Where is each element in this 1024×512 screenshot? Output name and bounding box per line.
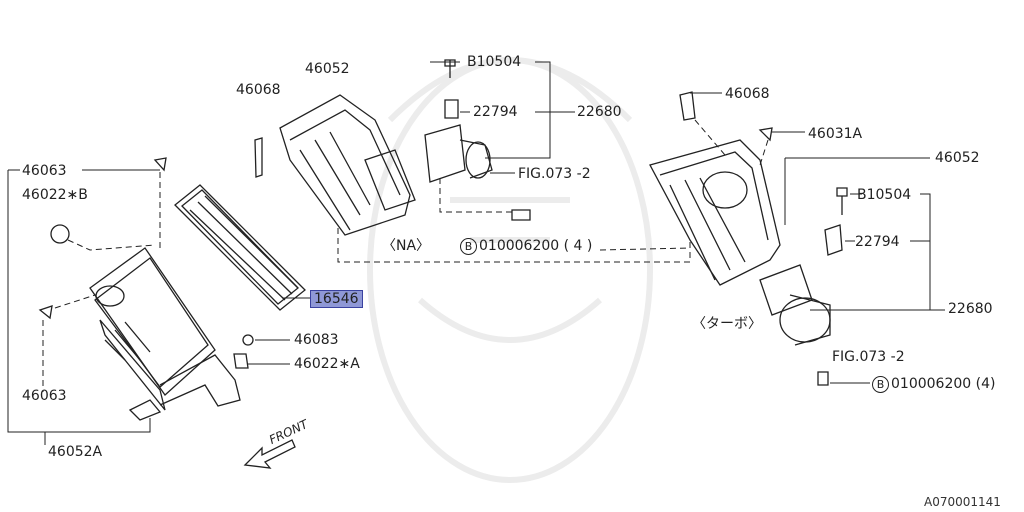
clip-46063-bot <box>38 305 53 320</box>
bolt-na-text: 010006200 ( 4 ) <box>479 238 593 254</box>
label-46083: 46083 <box>294 332 339 348</box>
clip-46063-top <box>153 157 167 172</box>
label-46052-na: 46052 <box>305 61 350 77</box>
air-flow-meter-turbo <box>759 187 848 386</box>
label-b10504-turbo: B10504 <box>857 187 912 203</box>
label-22680-turbo: 22680 <box>948 301 993 317</box>
footer-code: A070001141 <box>924 495 1001 509</box>
air-cleaner-lower-case <box>89 247 241 421</box>
label-46068-turbo: 46068 <box>725 86 770 102</box>
dashed-guides <box>42 119 769 392</box>
ring-46083 <box>242 334 254 346</box>
label-22680-na: 22680 <box>577 104 622 120</box>
label-fig-na: FIG.073 -2 <box>518 166 591 182</box>
label-turbo-note: 〈ターボ〉 <box>692 316 762 332</box>
label-46031a: 46031A <box>808 126 863 142</box>
circle-b-turbo: B <box>872 376 889 393</box>
label-b10504-na: B10504 <box>467 54 522 70</box>
label-46052-turbo: 46052 <box>935 150 980 166</box>
air-flow-meter-na <box>424 59 493 183</box>
label-na-note: 〈NA〉 <box>382 238 431 254</box>
label-46068-na: 46068 <box>236 82 281 98</box>
circle-b-na: B <box>460 238 477 255</box>
label-fig-turbo: FIG.073 -2 <box>832 349 905 365</box>
grommet-46022a <box>233 353 249 369</box>
bolt-na <box>511 209 531 221</box>
leader-lines <box>7 61 945 445</box>
label-46022a: 46022∗A <box>294 356 360 372</box>
label-22794-na: 22794 <box>473 104 518 120</box>
air-cleaner-upper-case-na <box>254 94 416 236</box>
watermark-crest <box>367 57 653 483</box>
label-22794-turbo: 22794 <box>855 234 900 250</box>
label-46022b: 46022∗B <box>22 187 88 203</box>
label-46052a: 46052A <box>48 444 103 460</box>
bolt-turbo-text: 010006200 (4) <box>891 376 996 392</box>
grommet-46022b <box>50 224 70 244</box>
front-arrow <box>243 439 296 469</box>
air-filter-element <box>174 184 306 311</box>
label-16546[interactable]: 16546 <box>310 290 363 308</box>
air-cleaner-upper-case-turbo <box>649 91 781 286</box>
label-46063-top: 46063 <box>22 163 67 179</box>
label-46063-bot: 46063 <box>22 388 67 404</box>
